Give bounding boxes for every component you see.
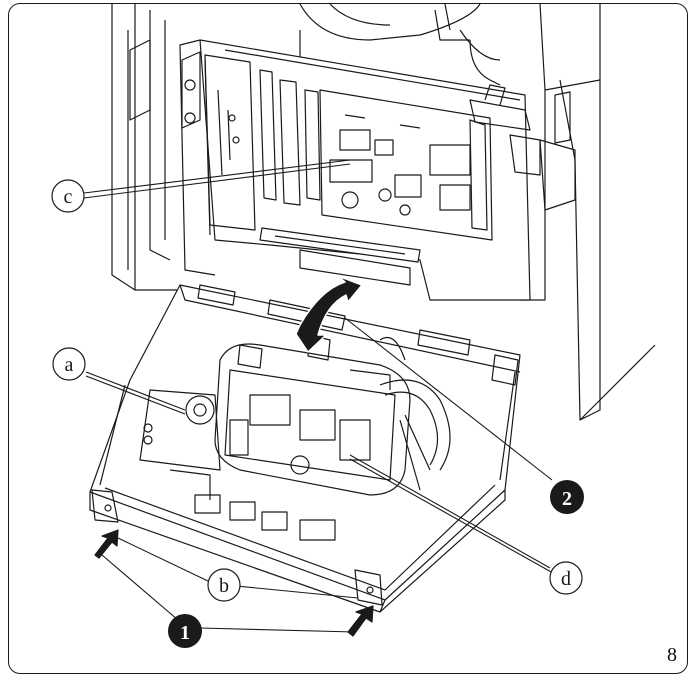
step-badge-2: 2 <box>550 480 584 514</box>
leader-lines <box>83 159 554 633</box>
rotation-arrow <box>295 275 363 353</box>
callout-a: a <box>52 347 86 381</box>
push-arrow-right <box>347 605 374 637</box>
svg-text:d: d <box>561 568 571 590</box>
step-badge-1: 1 <box>168 614 202 648</box>
push-arrow-left <box>94 529 119 559</box>
svg-text:c: c <box>64 186 73 208</box>
callout-d: d <box>549 561 583 595</box>
lower-control-panel <box>89 284 521 613</box>
callout-b: b <box>207 568 241 602</box>
svg-text:2: 2 <box>562 488 572 510</box>
callout-c: c <box>51 179 85 213</box>
upper-control-box <box>179 39 541 301</box>
svg-text:b: b <box>219 575 229 597</box>
boiler-casing <box>111 4 656 421</box>
svg-text:1: 1 <box>180 622 190 644</box>
figure-number: 8 <box>667 644 677 666</box>
svg-text:a: a <box>65 354 74 376</box>
